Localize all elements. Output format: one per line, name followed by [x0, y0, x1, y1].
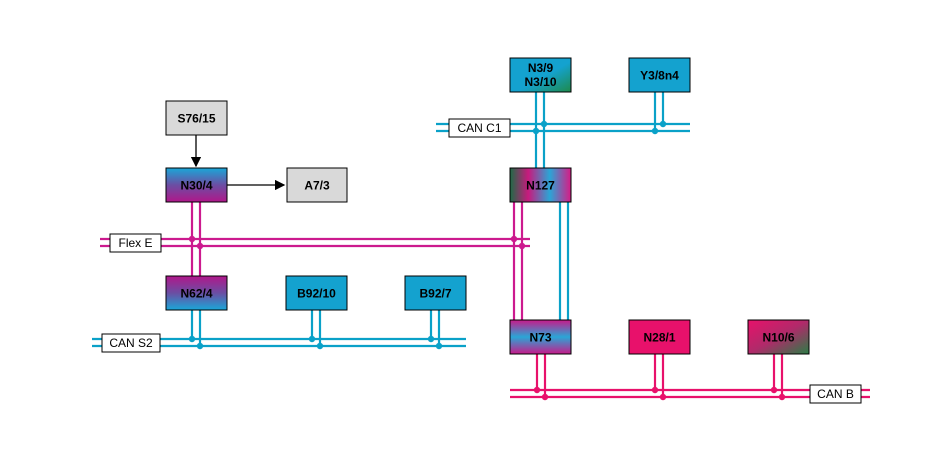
svg-text:Y3/8n4: Y3/8n4	[640, 69, 679, 83]
svg-text:N3/10: N3/10	[524, 75, 556, 89]
bus-label-flex-e: Flex E	[109, 233, 162, 253]
svg-text:N73: N73	[529, 331, 551, 345]
node-b92-10: B92/10	[285, 275, 348, 311]
svg-text:B92/10: B92/10	[297, 287, 336, 301]
svg-text:Flex E: Flex E	[118, 236, 152, 250]
node-a7-3: A7/3	[286, 167, 348, 203]
svg-text:B92/7: B92/7	[419, 287, 451, 301]
node-s76-15: S76/15	[165, 100, 228, 136]
svg-text:CAN S2: CAN S2	[109, 336, 153, 350]
bus-flex-e	[100, 202, 530, 320]
svg-text:CAN B: CAN B	[817, 387, 854, 401]
svg-text:S76/15: S76/15	[177, 112, 215, 126]
svg-text:N30/4: N30/4	[180, 179, 212, 193]
bus-label-can-b: CAN B	[809, 384, 862, 404]
node-n127: N127	[509, 167, 572, 203]
svg-text:N10/6: N10/6	[762, 331, 794, 345]
node-n28-1: N28/1	[628, 319, 691, 355]
bus-label-can-c1: CAN C1	[448, 118, 511, 138]
node-n62-4: N62/4	[165, 275, 228, 311]
svg-text:N3/9: N3/9	[528, 61, 554, 75]
svg-text:CAN C1: CAN C1	[457, 121, 501, 135]
node-n10-6: N10/6	[747, 319, 810, 355]
svg-text:A7/3: A7/3	[304, 179, 330, 193]
svg-text:N28/1: N28/1	[643, 331, 675, 345]
bus-label-can-s2: CAN S2	[101, 333, 161, 353]
node-n73: N73	[509, 319, 572, 355]
node-n3-9-n3-10: N3/9 N3/10	[509, 57, 572, 93]
link-n127-n73-can	[558, 202, 570, 320]
svg-text:N62/4: N62/4	[180, 287, 212, 301]
node-y3-8n4: Y3/8n4	[628, 57, 691, 93]
node-b92-7: B92/7	[404, 275, 467, 311]
svg-text:N127: N127	[526, 179, 555, 193]
node-n30-4: N30/4	[165, 167, 228, 203]
